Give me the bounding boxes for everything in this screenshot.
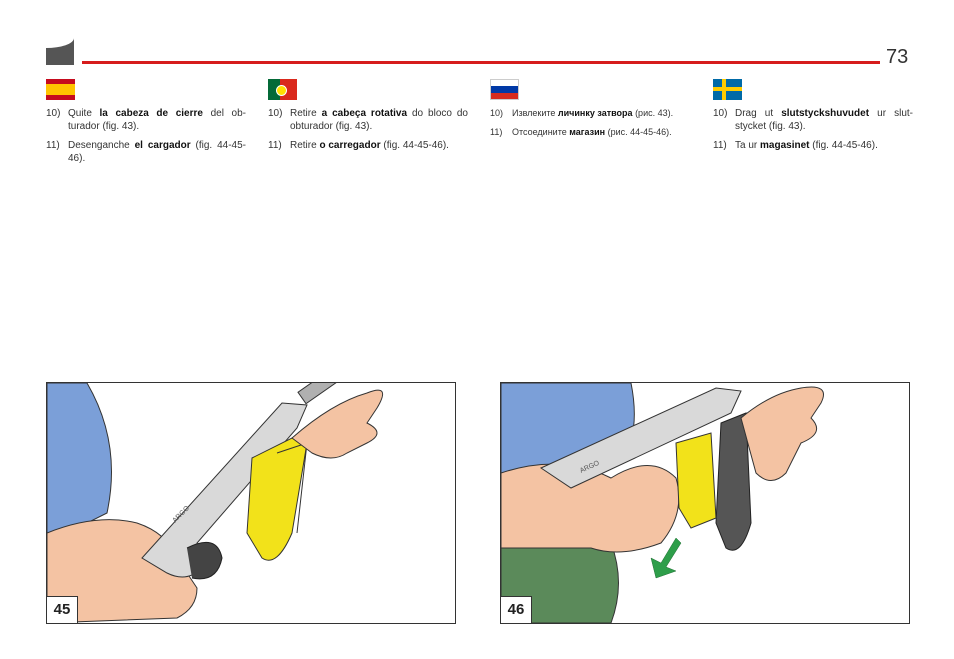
magazine-removal-illustration: ARGO [501, 383, 824, 623]
list-item: 10) Drag ut slutstyckshuvudet ur slut-st… [713, 108, 914, 132]
column-es: 10) Quite la cabeza de cierre del ob-tur… [46, 79, 246, 172]
figure-label: 46 [501, 596, 532, 623]
list-item: 11) Отсоедините магазин (рис. 44-45-46). [490, 126, 672, 137]
column-sv: 10) Drag ut slutstyckshuvudet ur slut-st… [713, 79, 913, 160]
list-item: 11) Ta ur magasinet (fig. 44-45-46). [713, 140, 878, 151]
russia-flag-icon [490, 79, 519, 100]
section-corner-mark [46, 38, 74, 65]
list-item: 11) Retire o carregador (fig. 44-45-46). [268, 140, 449, 151]
magazine-removal-illustration: ARGO [47, 383, 384, 623]
spain-flag-icon [46, 79, 75, 100]
sweden-flag-icon [713, 79, 742, 100]
figure-45: ARGO 45 [46, 382, 456, 624]
list-item: 10) Извлеките личинку затвора (рис. 43). [490, 108, 674, 118]
figure-46: ARGO 46 [500, 382, 910, 624]
page-number: 73 [886, 46, 909, 68]
list-item: 10) Quite la cabeza de cierre del ob-tur… [46, 108, 246, 132]
column-ru: 10) Извлеките личинку затвора (рис. 43).… [490, 79, 690, 145]
list-item: 11) Desenganche el cargador (fig. 44-45-… [46, 140, 246, 164]
column-pt: 10) Retire a cabeça rotativa do bloco do… [268, 79, 468, 160]
list-item: 10) Retire a cabeça rotativa do bloco do… [268, 108, 468, 132]
portugal-flag-icon [268, 79, 297, 100]
figure-label: 45 [47, 596, 78, 623]
header-rule [82, 61, 880, 64]
